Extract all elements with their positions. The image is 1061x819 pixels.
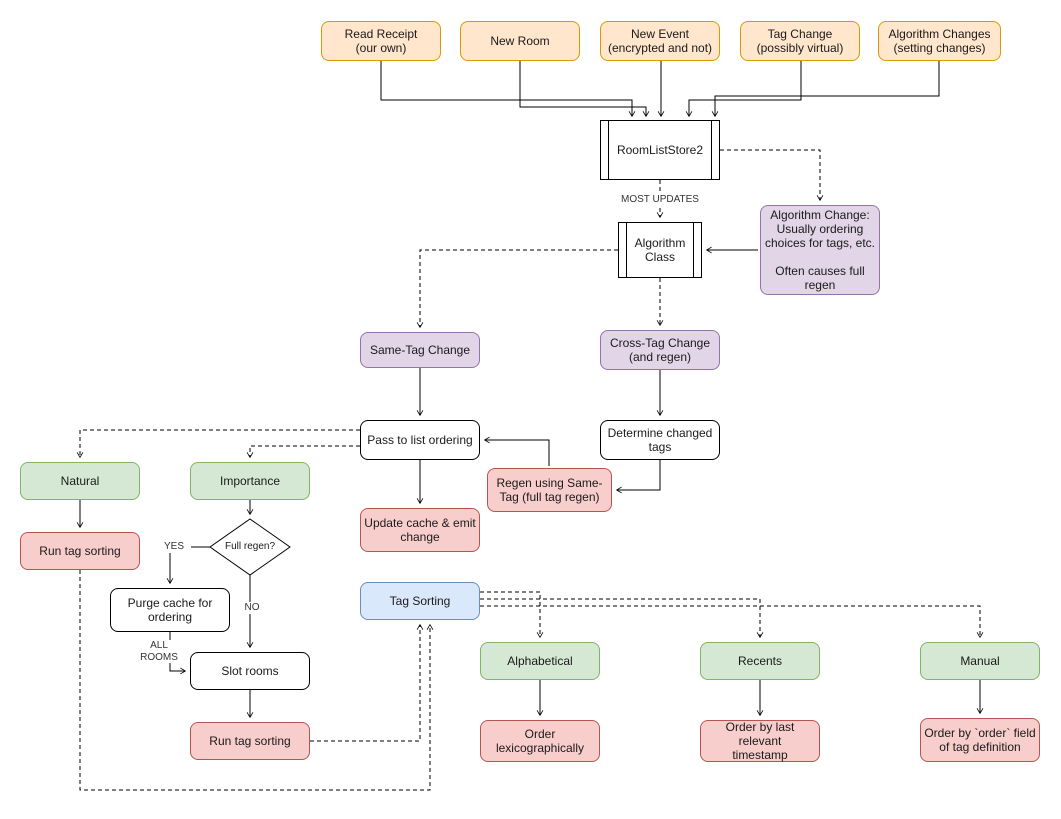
node-new-event-label: New Event (encrypted and not) xyxy=(607,26,713,55)
edge-tag-change-to-store xyxy=(685,61,802,117)
node-tag-sorting: Tag Sorting xyxy=(360,582,480,620)
node-algorithm-change-note-label: Algorithm Change: Usually ordering choic… xyxy=(764,207,876,293)
node-order-lexicographically: Order lexicographically xyxy=(480,720,600,762)
node-algorithm-change-note: Algorithm Change: Usually ordering choic… xyxy=(760,205,880,295)
node-manual: Manual xyxy=(920,642,1040,680)
node-alphabetical: Alphabetical xyxy=(480,642,600,680)
node-run-tag-sorting-left-label: Run tag sorting xyxy=(39,543,121,558)
node-determine-changed-tags: Determine changed tags xyxy=(600,420,720,460)
edge-new-room-to-store xyxy=(519,61,650,117)
node-cross-tag-change-label: Cross-Tag Change (and regen) xyxy=(609,335,711,364)
node-tag-sorting-label: Tag Sorting xyxy=(389,593,451,608)
edge-regen-to-pass xyxy=(484,436,550,466)
edge-label-no: NO xyxy=(239,602,265,614)
node-order-by-field: Order by `order` field of tag definition xyxy=(920,718,1040,762)
edge-algorithm-changes-to-store xyxy=(711,61,940,117)
node-update-cache: Update cache & emit change xyxy=(360,508,480,552)
node-slot-rooms: Slot rooms xyxy=(190,652,310,690)
node-order-lexicographically-label: Order lexicographically xyxy=(495,726,585,755)
node-new-room: New Room xyxy=(460,21,580,61)
node-run-tag-sorting-bottom-label: Run tag sorting xyxy=(209,733,291,748)
node-run-tag-sorting-left: Run tag sorting xyxy=(20,532,140,570)
node-algorithm-changes-label: Algorithm Changes (setting changes) xyxy=(888,26,991,55)
edge-label-yes: YES xyxy=(157,541,191,553)
node-determine-changed-tags-label: Determine changed tags xyxy=(607,425,713,454)
node-regen-same-tag-label: Regen using Same- Tag (full tag regen) xyxy=(496,475,603,504)
node-pass-to-list-ordering-label: Pass to list ordering xyxy=(367,432,473,447)
edge-pass-to-importance xyxy=(246,445,360,458)
node-new-room-label: New Room xyxy=(490,33,550,48)
node-importance-label: Importance xyxy=(219,473,281,488)
node-natural-label: Natural xyxy=(60,473,100,488)
node-recents: Recents xyxy=(700,642,820,680)
node-purge-cache-label: Purge cache for ordering xyxy=(127,595,213,624)
node-order-by-timestamp-label: Order by last relevant timestamp xyxy=(725,719,795,763)
edge-store-to-note xyxy=(720,149,824,201)
node-importance: Importance xyxy=(190,462,310,500)
node-update-cache-label: Update cache & emit change xyxy=(364,515,476,544)
edge-run-tag-sorting-left-to-tag-sorting xyxy=(79,570,434,791)
node-same-tag-change-label: Same-Tag Change xyxy=(369,342,471,357)
node-tag-change: Tag Change (possibly virtual) xyxy=(740,21,860,61)
node-algorithm-class: Algorithm Class xyxy=(618,222,702,278)
node-regen-same-tag: Regen using Same- Tag (full tag regen) xyxy=(487,468,612,512)
node-alphabetical-label: Alphabetical xyxy=(507,653,573,668)
edge-tag-sorting-to-recents xyxy=(480,598,764,638)
node-full-regen-shape xyxy=(209,518,291,576)
node-tag-change-label: Tag Change (possibly virtual) xyxy=(756,26,844,55)
node-room-list-store: RoomListStore2 xyxy=(600,120,720,180)
node-same-tag-change: Same-Tag Change xyxy=(360,332,480,368)
edge-label-all-rooms: ALL ROOMS xyxy=(137,640,181,663)
node-run-tag-sorting-bottom: Run tag sorting xyxy=(190,722,310,760)
node-algorithm-changes: Algorithm Changes (setting changes) xyxy=(878,21,1001,61)
edge-read-receipt-to-store xyxy=(380,61,636,117)
node-order-by-field-label: Order by `order` field of tag definition xyxy=(924,725,1036,754)
node-read-receipt: Read Receipt (our own) xyxy=(321,21,441,61)
node-algorithm-class-label: Algorithm Class xyxy=(634,235,686,264)
edge-determine-to-regen xyxy=(616,460,661,494)
edge-tag-sorting-to-manual xyxy=(480,605,984,638)
node-slot-rooms-label: Slot rooms xyxy=(221,663,279,678)
node-pass-to-list-ordering: Pass to list ordering xyxy=(360,420,480,460)
node-new-event: New Event (encrypted and not) xyxy=(600,21,720,61)
node-room-list-store-label: RoomListStore2 xyxy=(616,142,704,157)
edge-tag-sorting-to-alphabetical xyxy=(480,591,544,638)
edge-pass-to-natural xyxy=(76,429,360,458)
edge-algorithm-class-to-same-tag xyxy=(416,249,618,328)
node-purge-cache: Purge cache for ordering xyxy=(110,588,230,632)
node-manual-label: Manual xyxy=(960,653,1000,668)
node-recents-label: Recents xyxy=(737,653,783,668)
node-cross-tag-change: Cross-Tag Change (and regen) xyxy=(600,330,720,370)
node-order-by-timestamp: Order by last relevant timestamp xyxy=(700,720,820,762)
edge-label-most-updates: MOST UPDATES xyxy=(610,194,710,206)
node-read-receipt-label: Read Receipt (our own) xyxy=(344,26,418,55)
edge-run-tag-sorting-bottom-to-tag-sorting xyxy=(310,624,424,742)
node-natural: Natural xyxy=(20,462,140,500)
node-full-regen-label: Full regen? xyxy=(224,541,276,552)
